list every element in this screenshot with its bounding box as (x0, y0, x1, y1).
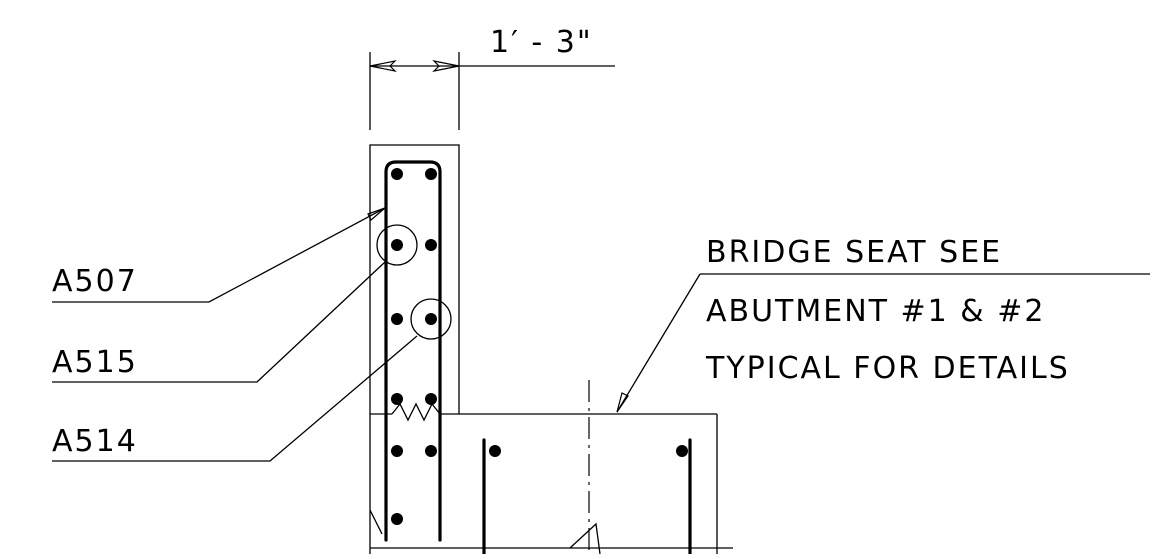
rebar-dot (489, 445, 501, 457)
rebar-dot (391, 513, 403, 525)
wall-outline (369, 144, 460, 554)
dimension-arrow-right-icon (432, 60, 460, 72)
rebar-dot (425, 239, 437, 251)
callout-circle-a515 (376, 224, 418, 266)
note-line-3: TYPICAL FOR DETAILS (705, 351, 1070, 386)
break-symbol-icon (569, 522, 601, 555)
label-a514: A514 (52, 424, 138, 459)
leader-a507 (52, 207, 386, 303)
note-leader-arrow-icon (616, 392, 629, 413)
break-zigzag-icon (391, 402, 441, 422)
rebar-dot (425, 445, 437, 457)
label-a507: A507 (52, 264, 138, 299)
bridge-seat-note: BRIDGE SEAT SEE ABUTMENT #1 & #2 TYPICAL… (616, 235, 1150, 413)
dimension-text: 1′ - 3" (490, 25, 593, 60)
left-labels: A507 A515 A514 (52, 207, 418, 462)
leader-a514 (52, 335, 418, 462)
stirrup-a507 (384, 160, 442, 542)
rebar-dot (391, 239, 403, 251)
note-leader (616, 273, 701, 413)
rebar-dot (425, 313, 437, 325)
dimension-group: 1′ - 3" (369, 25, 615, 130)
rebar-dot (391, 393, 403, 405)
reinforcement (376, 160, 692, 556)
dimension-arrow-left-icon (369, 60, 397, 72)
chamfer-line (369, 509, 383, 535)
note-line-2: ABUTMENT #1 & #2 (706, 294, 1045, 329)
rebar-dot (391, 168, 403, 180)
concrete-outline (369, 144, 733, 555)
label-a515: A515 (52, 345, 138, 380)
rebar-dot (425, 393, 437, 405)
rebar-dot (391, 313, 403, 325)
leader-a515 (52, 261, 386, 383)
rebar-dot (391, 445, 403, 457)
rebar-dot (676, 445, 688, 457)
note-line-1: BRIDGE SEAT SEE (706, 235, 1002, 270)
rebar-dot (425, 168, 437, 180)
callout-circle-a514 (410, 298, 452, 340)
leader-arrow-a507-icon (367, 207, 386, 221)
